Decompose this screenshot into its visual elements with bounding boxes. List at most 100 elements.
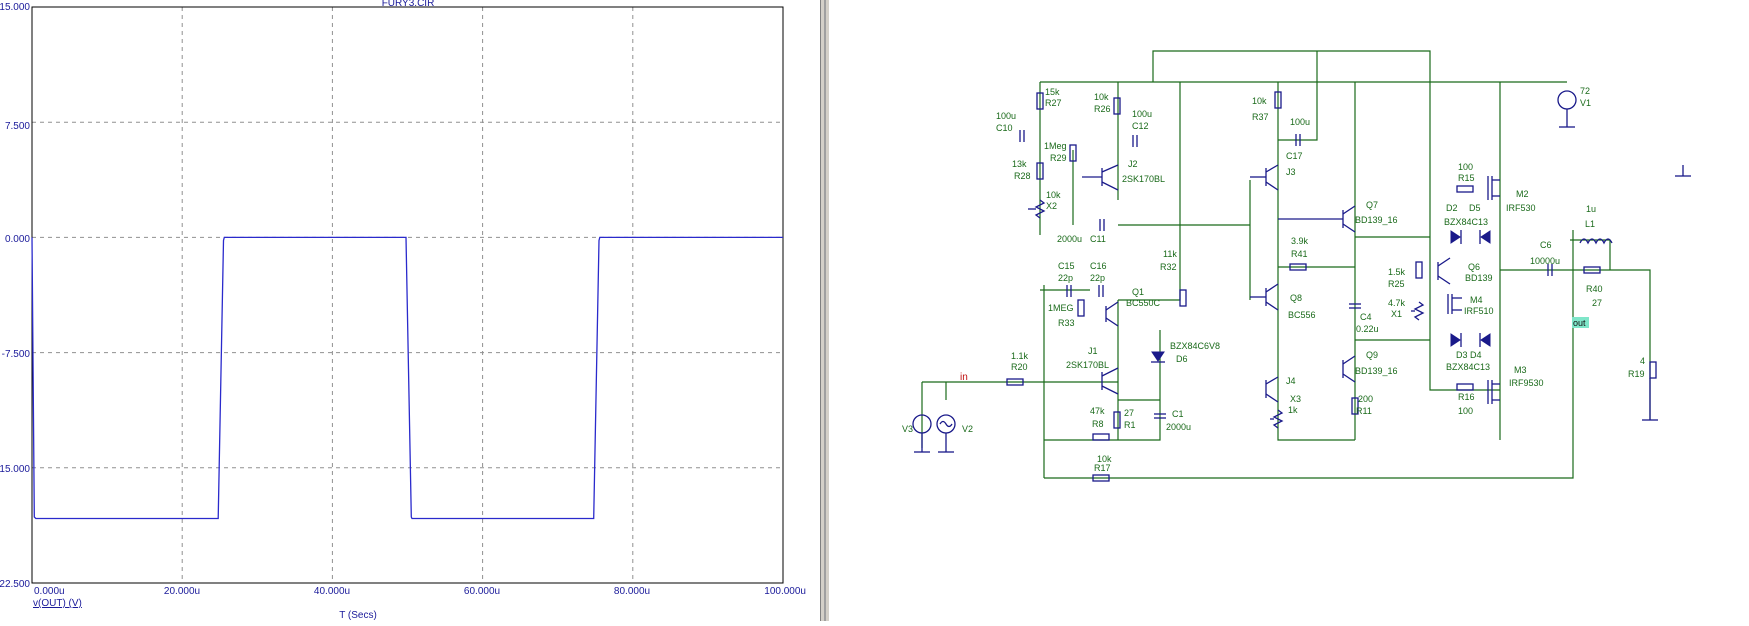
capacitor-c11[interactable] [1099, 219, 1105, 231]
label-q9-ref: Q9 [1366, 350, 1378, 360]
resistor-r11[interactable] [1351, 397, 1359, 415]
label-r29-ref: R29 [1050, 153, 1067, 163]
label-r1-value: 27 [1124, 408, 1134, 418]
capacitor-c6[interactable] [1547, 264, 1553, 276]
inductor-l1[interactable] [1579, 238, 1613, 245]
label-q7-part: BD139_16 [1355, 215, 1398, 225]
resistor-r20[interactable] [1006, 378, 1024, 386]
y-tick-label: 0.000 [5, 234, 30, 245]
waveform-plot: FURY3.CIR 15.000 7.500 0.000 -7.500 -15.… [0, 0, 806, 621]
label-r40-ref: R40 [1586, 284, 1603, 294]
bjt-q7[interactable] [1278, 205, 1356, 233]
jfet-j4[interactable] [1265, 376, 1279, 403]
voltage-source-v1[interactable] [1557, 90, 1577, 128]
resistor-r17[interactable] [1092, 474, 1110, 482]
capacitor-c16[interactable] [1098, 285, 1104, 297]
net-label-out[interactable]: out [1573, 318, 1586, 328]
resistor-r37[interactable] [1274, 91, 1282, 109]
label-r25-value: 1.5k [1388, 267, 1406, 277]
capacitor-c15[interactable] [1066, 285, 1072, 297]
resistor-r15[interactable] [1456, 185, 1474, 193]
schematic-labels: 15k R27 10k R26 100u C12 100u C10 1Meg R… [902, 86, 1645, 473]
potentiometer-x1[interactable] [1411, 301, 1425, 321]
y-tick-label: -22.500 [0, 579, 30, 590]
ground-symbol [1642, 378, 1658, 421]
label-x2-value: 10k [1046, 190, 1061, 200]
capacitor-c17[interactable] [1295, 134, 1301, 146]
net-tag-out-bg [1572, 317, 1589, 328]
label-v2: V2 [962, 424, 973, 434]
resistor-r40[interactable] [1583, 266, 1601, 274]
label-v1-ref: V1 [1580, 98, 1591, 108]
jfet-j3[interactable] [1250, 164, 1279, 191]
capacitor-c12[interactable] [1132, 135, 1138, 147]
zener-d3[interactable] [1450, 333, 1462, 347]
label-x1-ref: X1 [1391, 309, 1402, 319]
mosfet-m2[interactable] [1487, 176, 1500, 200]
capacitor-c4[interactable] [1349, 303, 1361, 309]
jfet-j1[interactable] [1101, 367, 1119, 395]
waveform-plot-pane[interactable]: FURY3.CIR 15.000 7.500 0.000 -7.500 -15.… [0, 0, 820, 621]
resistor-r25[interactable] [1415, 261, 1423, 279]
jfet-j2[interactable] [1082, 164, 1119, 191]
label-c16-ref: C16 [1090, 261, 1107, 271]
label-r26-ref: R26 [1094, 104, 1111, 114]
label-j4: J4 [1286, 376, 1296, 386]
capacitor-c1[interactable] [1154, 413, 1166, 419]
trace-vout-line [31, 236, 783, 520]
potentiometer-x3[interactable] [1270, 409, 1284, 429]
voltage-source-v2[interactable] [936, 414, 956, 453]
plot-title: FURY3.CIR [382, 0, 435, 9]
bjt-q9[interactable] [1342, 355, 1356, 383]
label-r17-value: 10k [1097, 454, 1112, 464]
resistor-r16[interactable] [1456, 383, 1474, 391]
capacitor-c10[interactable] [1019, 130, 1025, 142]
zener-d4[interactable] [1479, 333, 1491, 347]
resistor-r27[interactable] [1036, 92, 1044, 110]
label-c17-ref: C17 [1286, 151, 1303, 161]
label-d6-part: BZX84C6V8 [1170, 341, 1220, 351]
pane-splitter[interactable] [820, 0, 830, 621]
zener-d2[interactable] [1450, 230, 1462, 244]
label-r41-value: 3.9k [1291, 236, 1309, 246]
schematic-components [912, 90, 1691, 482]
resistor-r29[interactable] [1069, 144, 1077, 162]
label-c4-value: 0.22u [1356, 324, 1379, 334]
resistor-r33[interactable] [1077, 299, 1085, 317]
label-j3: J3 [1286, 167, 1296, 177]
label-r29-value: 1Meg [1044, 141, 1067, 151]
trace-legend-label[interactable]: v(OUT) (V) [33, 598, 82, 609]
label-c1-value: 2000u [1166, 422, 1191, 432]
resistor-r19[interactable] [1649, 361, 1657, 379]
zener-d6[interactable] [1151, 351, 1165, 363]
label-d3d4-part: BZX84C13 [1446, 362, 1490, 372]
label-r8-ref: R8 [1092, 419, 1104, 429]
zener-d5[interactable] [1479, 230, 1491, 244]
label-c11-value: 2000u [1057, 234, 1082, 244]
voltage-source-v3[interactable] [912, 414, 932, 453]
resistor-r26[interactable] [1113, 97, 1121, 115]
resistor-r8[interactable] [1092, 433, 1110, 441]
schematic-pane[interactable]: 15k R27 10k R26 100u C12 100u C10 1Meg R… [830, 0, 1749, 621]
resistor-r1[interactable] [1113, 411, 1121, 429]
bjt-q8[interactable] [1250, 283, 1279, 311]
potentiometer-x2[interactable] [1028, 199, 1046, 219]
bjt-q6[interactable] [1437, 257, 1451, 285]
ground-symbol [1675, 165, 1691, 177]
mosfet-m4[interactable] [1447, 294, 1462, 314]
label-d6-ref: D6 [1176, 354, 1188, 364]
resistor-r32[interactable] [1179, 289, 1187, 307]
label-r26-value: 10k [1094, 92, 1109, 102]
label-m3-part: IRF9530 [1509, 378, 1544, 388]
x-tick-label: 80.000u [614, 586, 650, 597]
label-d2d5-part: BZX84C13 [1444, 217, 1488, 227]
label-j1-part: 2SK170BL [1066, 360, 1109, 370]
resistor-r41[interactable] [1289, 263, 1307, 271]
label-x3-ref: X3 [1290, 394, 1301, 404]
resistor-r28[interactable] [1036, 162, 1044, 180]
mosfet-m3[interactable] [1487, 380, 1500, 404]
y-tick-label: -15.000 [0, 464, 30, 475]
bjt-q1[interactable] [1105, 301, 1119, 327]
label-v1-value: 72 [1580, 86, 1590, 96]
x-axis-label: T (Secs) [339, 610, 377, 621]
